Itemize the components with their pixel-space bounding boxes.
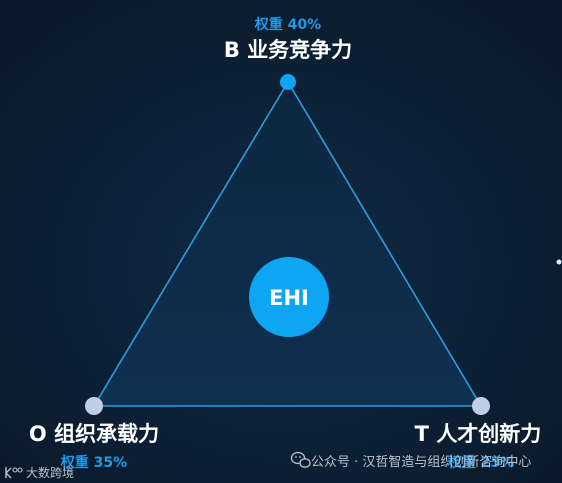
center-node: [249, 257, 329, 337]
vertex-o-label: O 组织承载力: [29, 422, 159, 446]
vertex-t-letter: T: [415, 422, 430, 446]
center-label: EHI: [269, 286, 309, 310]
wechat-icon: [290, 451, 311, 468]
vertex-node-t: [472, 397, 490, 415]
vertex-b-letter: B: [224, 38, 240, 62]
vertex-b-weight: 权重 40%: [254, 16, 321, 33]
vertex-t-weight: 权重 25%: [447, 454, 514, 471]
watermark: 公众号 · 汉哲智造与组织创新咨询中心: [290, 451, 531, 470]
edge-dot: [556, 259, 562, 265]
vertex-o-name: 组织承载力: [54, 422, 159, 446]
vertex-o-letter: O: [29, 422, 47, 446]
bigdata-logo-icon: [5, 467, 23, 479]
vertex-t-name: 人才创新力: [436, 422, 541, 446]
watermark-text: 公众号 · 汉哲智造与组织创新咨询中心: [311, 454, 531, 470]
vertex-o-weight: 权重 35%: [60, 454, 127, 471]
vertex-b-label: B 业务竞争力: [224, 38, 352, 62]
triangle-shape: [92, 80, 483, 407]
vertex-node-b: [280, 74, 296, 90]
bigdata-logo-text: 大数跨境: [26, 465, 74, 480]
vertex-node-o: [85, 397, 103, 415]
bigdata-logo: 大数跨境: [5, 465, 74, 480]
vertex-t-label: T 人才创新力: [415, 422, 542, 446]
vertex-b-name: 业务竞争力: [247, 38, 352, 62]
